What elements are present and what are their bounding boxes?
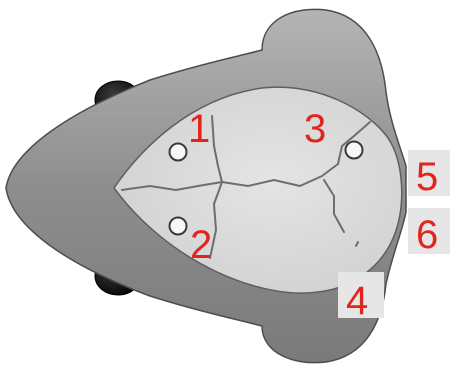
hole-2 <box>170 218 187 235</box>
label-2: 2 <box>190 223 212 267</box>
label-4: 4 <box>346 279 368 323</box>
label-6: 6 <box>416 213 438 257</box>
hole-3 <box>346 142 363 159</box>
hole-1 <box>170 144 187 161</box>
label-5: 5 <box>416 155 438 199</box>
label-1: 1 <box>188 107 210 151</box>
label-3: 3 <box>304 107 326 151</box>
